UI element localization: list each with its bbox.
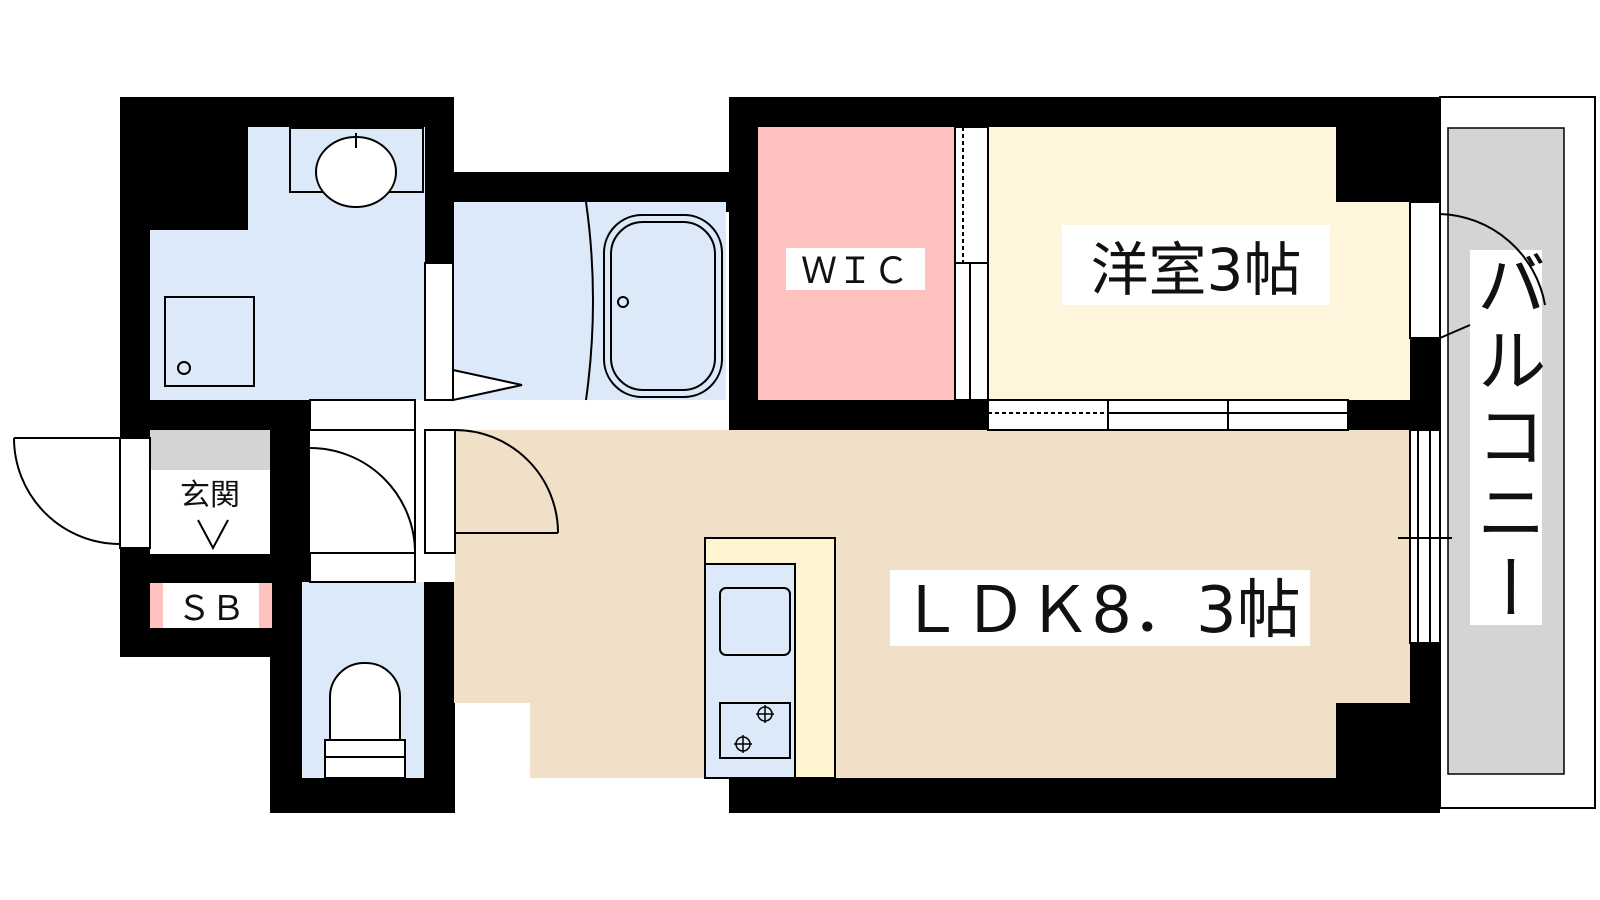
ldk-door-icon[interactable]: [424, 429, 559, 554]
wic-partition: [954, 126, 989, 401]
room-labels: ＷＩＣ 洋室3帖 玄関 ＳＢ ＬＤＫ8．3帖 バルコニー: [177, 225, 1547, 648]
wic-label: ＷＩＣ: [801, 251, 909, 292]
shoe-box-label: ＳＢ: [177, 589, 245, 629]
toilet-icon: [324, 662, 406, 779]
western-room-label: 洋室3帖: [1091, 236, 1302, 304]
kitchen-counter: [704, 537, 836, 779]
bath-door-icon: [424, 262, 523, 402]
western-room-window: [1409, 201, 1546, 339]
bathtub-icon: [585, 201, 723, 401]
balcony: [1439, 96, 1596, 809]
ldk-label: ＬＤＫ8．3帖: [899, 574, 1300, 648]
entrance-door-icon[interactable]: [13, 437, 151, 549]
washbasin-icon: [289, 127, 424, 208]
entrance-step: [150, 519, 270, 556]
toilet-door[interactable]: [309, 552, 416, 583]
washing-machine-pan-icon: [164, 296, 255, 387]
entrance-label: 玄関: [180, 478, 240, 513]
balcony-label: バルコニー: [1465, 248, 1547, 628]
hall-door-icon[interactable]: [309, 399, 416, 554]
ldk-window: [1398, 429, 1452, 644]
western-room-sliding-door[interactable]: [987, 399, 1349, 431]
stove-icon: [734, 705, 774, 753]
